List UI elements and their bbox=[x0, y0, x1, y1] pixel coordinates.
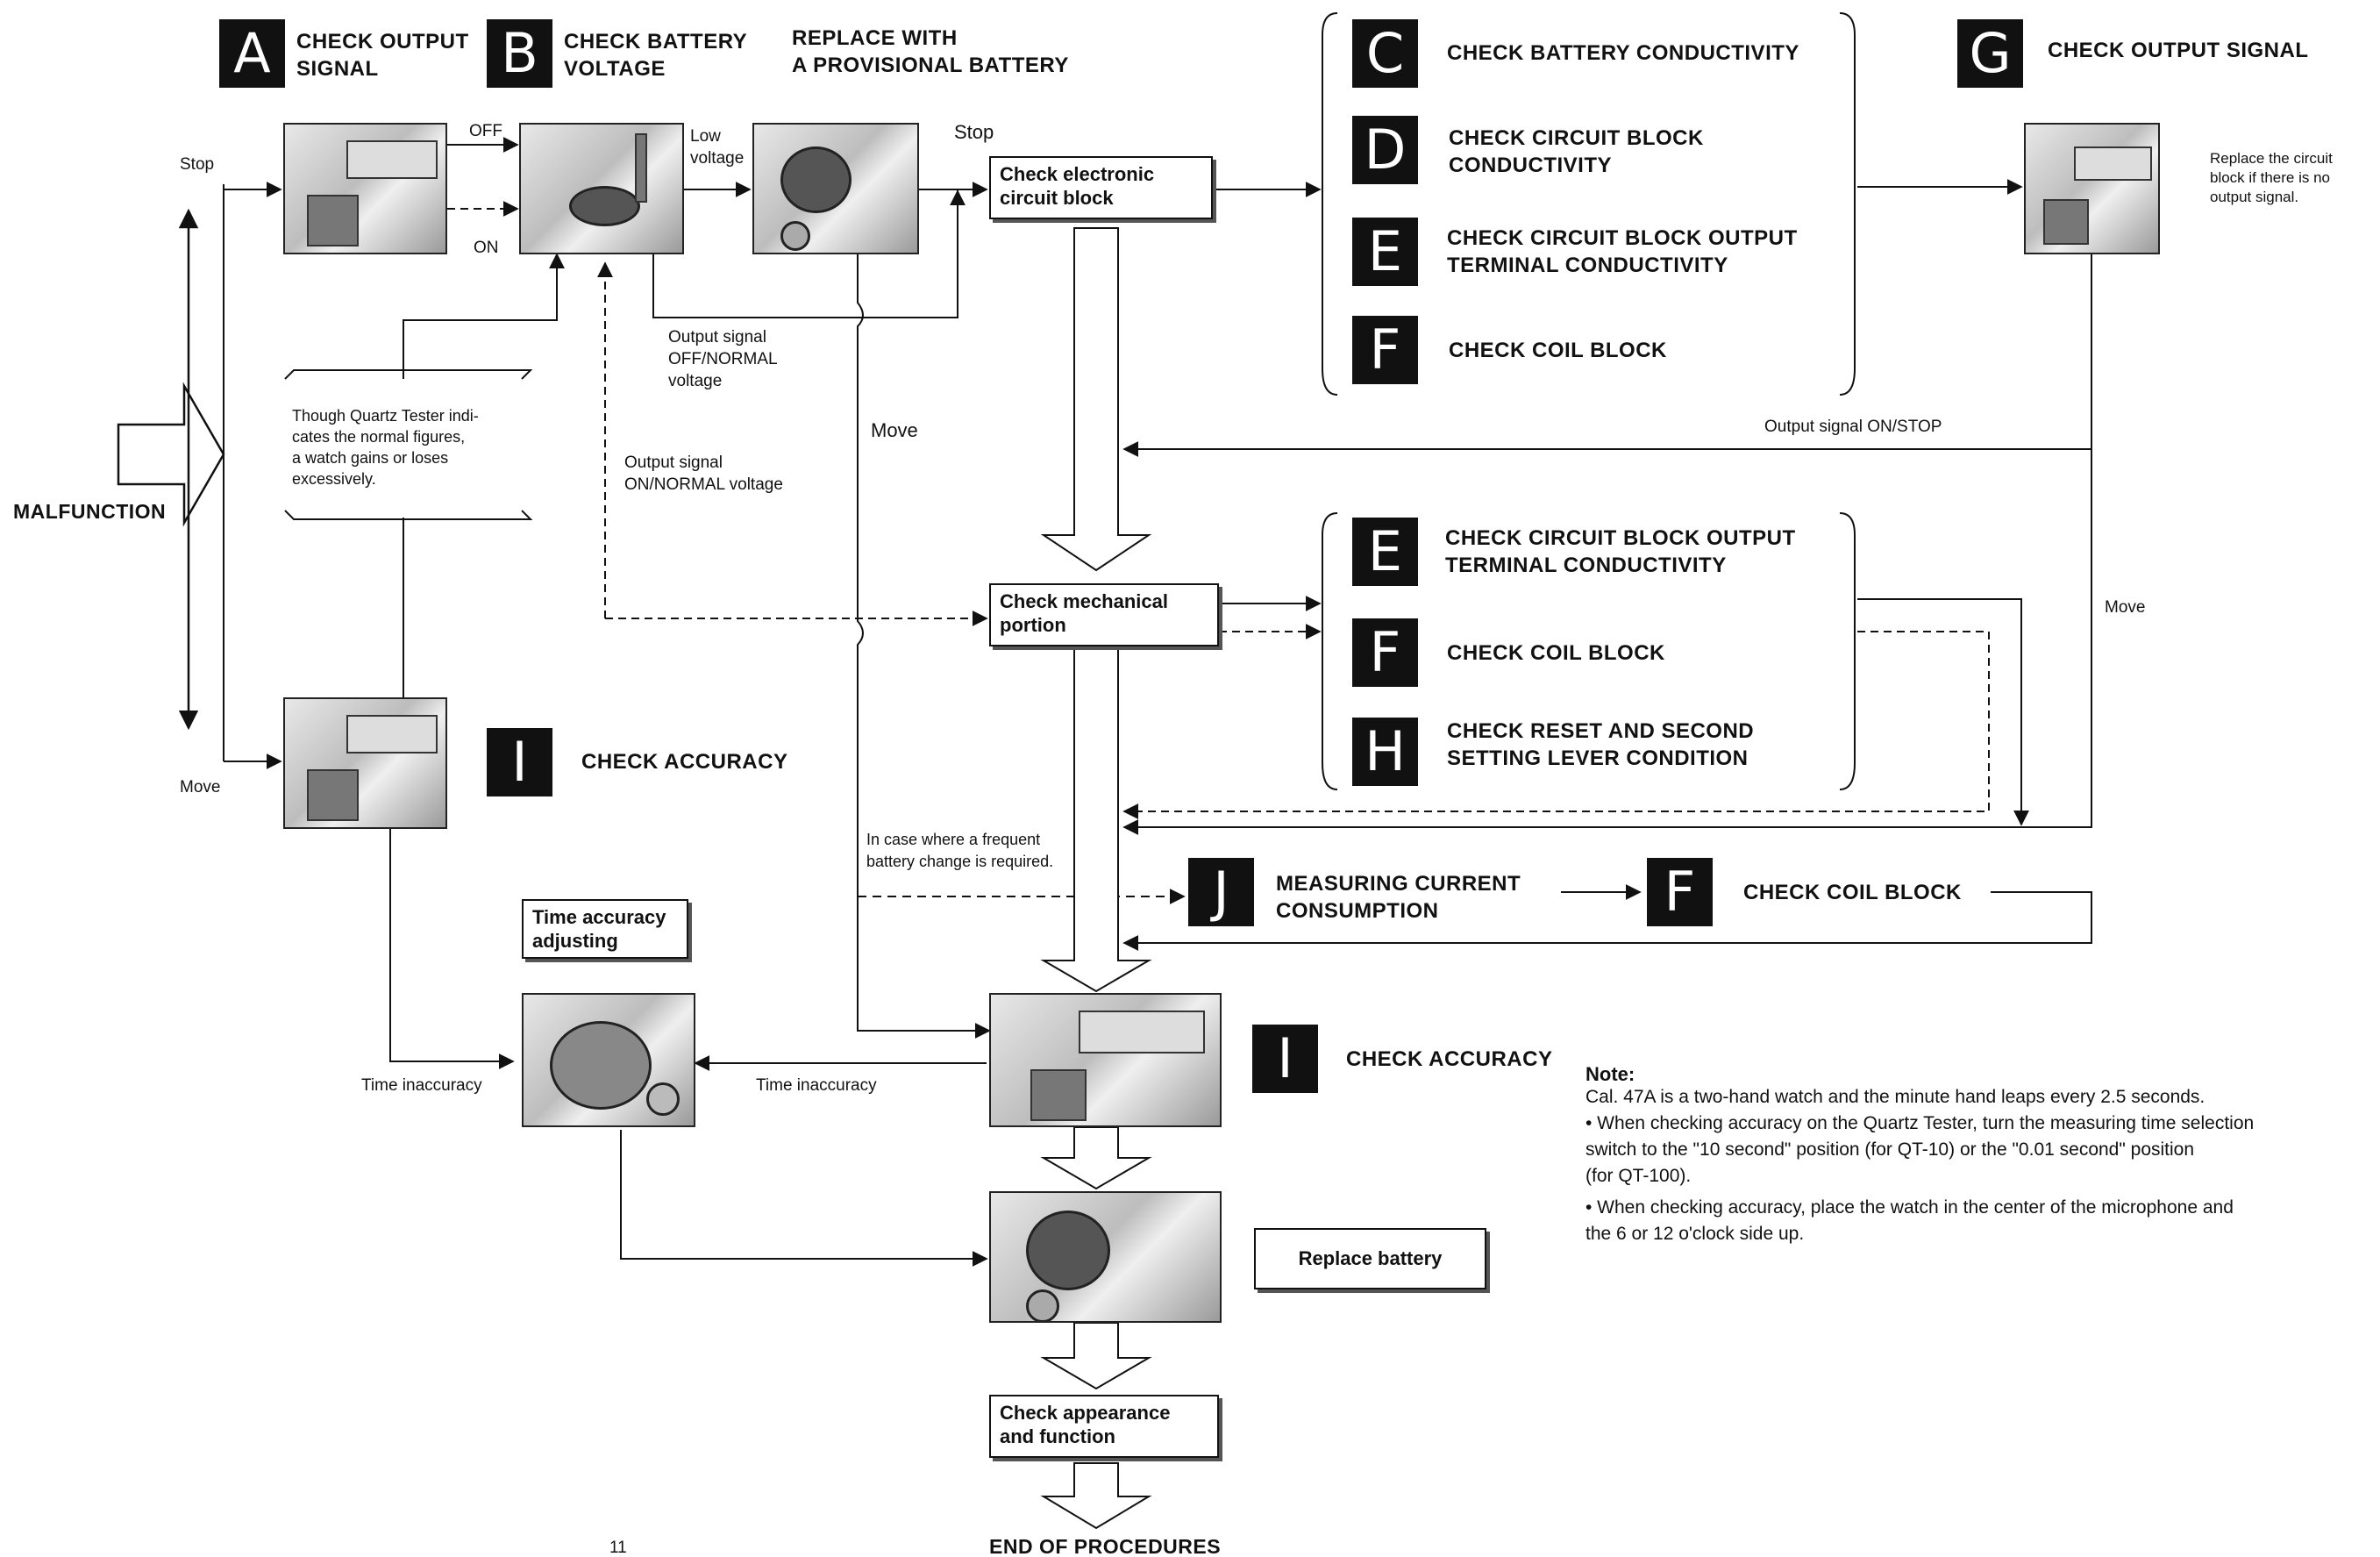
page-number: 11 bbox=[609, 1539, 627, 1557]
step-h-title: CHECK RESET AND SECOND SETTING LEVER CON… bbox=[1447, 719, 1755, 770]
malfunction-label: MALFUNCTION bbox=[13, 500, 167, 523]
note-line1: Cal. 47A is a two-hand watch and the min… bbox=[1585, 1087, 2205, 1107]
step-j-badge: J bbox=[1188, 858, 1254, 926]
move-mid-label: Move bbox=[871, 419, 918, 441]
quartz-tester-photo-i2 bbox=[989, 993, 1222, 1127]
output-off-normal-label: Output signal OFF/NORMAL voltage bbox=[668, 328, 778, 390]
step-i2-title: CHECK ACCURACY bbox=[1346, 1047, 1553, 1071]
step-i1-badge: I bbox=[487, 728, 552, 796]
step-e2-badge: E bbox=[1352, 518, 1418, 586]
step-j-title: MEASURING CURRENT CONSUMPTION bbox=[1276, 872, 1521, 923]
end-of-procedures: END OF PROCEDURES bbox=[989, 1535, 1222, 1557]
step-i1-title: CHECK ACCURACY bbox=[581, 750, 788, 774]
replace-circuit-note: Replace the circuit block if there is no… bbox=[2210, 150, 2333, 205]
replace-battery-box: Replace battery bbox=[1254, 1228, 1486, 1289]
off-label: OFF bbox=[469, 122, 502, 140]
step-g-title: CHECK OUTPUT SIGNAL bbox=[2048, 39, 2309, 62]
step-a-title: CHECK OUTPUT SIGNAL bbox=[296, 30, 469, 81]
step-f1-title: CHECK COIL BLOCK bbox=[1449, 339, 1667, 362]
check-appearance-box: Check appearance and function bbox=[989, 1395, 1219, 1458]
output-on-normal-label: Output signal ON/NORMAL voltage bbox=[624, 454, 783, 494]
move-right-label: Move bbox=[2105, 598, 2146, 617]
output-signal-photo-g bbox=[2024, 123, 2160, 254]
step-e2-title: CHECK CIRCUIT BLOCK OUTPUT TERMINAL COND… bbox=[1445, 526, 1796, 577]
output-on-stop-label: Output signal ON/STOP bbox=[1764, 418, 1942, 436]
quartz-tester-photo-a bbox=[283, 123, 447, 254]
on-label: ON bbox=[474, 239, 499, 257]
step-f3-badge: F bbox=[1647, 858, 1713, 926]
check-electronic-box: Check electronic circuit block bbox=[989, 156, 1213, 219]
step-b-title: CHECK BATTERY VOLTAGE bbox=[564, 30, 748, 81]
step-h-badge: H bbox=[1352, 718, 1418, 786]
time-adjust-photo bbox=[522, 993, 695, 1127]
low-voltage-label: Low voltage bbox=[690, 127, 745, 168]
stop-top-label: Stop bbox=[954, 121, 994, 143]
step-a-badge: A bbox=[219, 19, 285, 88]
check-mechanical-box: Check mechanical portion bbox=[989, 583, 1219, 646]
stop-left-label: Stop bbox=[180, 155, 215, 174]
quartz-tester-photo-i1 bbox=[283, 697, 447, 829]
step-b-badge: B bbox=[487, 19, 552, 88]
replace-provisional-title: REPLACE WITH A PROVISIONAL BATTERY bbox=[792, 26, 1069, 77]
step-f2-title: CHECK COIL BLOCK bbox=[1447, 641, 1665, 665]
move-left-label: Move bbox=[180, 778, 221, 796]
provisional-battery-photo bbox=[752, 123, 919, 254]
time-inaccuracy-left-label: Time inaccuracy bbox=[361, 1076, 482, 1095]
step-e1-title: CHECK CIRCUIT BLOCK OUTPUT TERMINAL COND… bbox=[1447, 226, 1798, 277]
replace-battery-photo bbox=[989, 1191, 1222, 1323]
note-bullet2: • When checking accuracy, place the watc… bbox=[1585, 1197, 2234, 1244]
step-c-title: CHECK BATTERY CONDUCTIVITY bbox=[1447, 41, 1799, 65]
battery-voltage-photo bbox=[519, 123, 684, 254]
step-f2-badge: F bbox=[1352, 618, 1418, 687]
step-f1-badge: F bbox=[1352, 316, 1418, 384]
step-g-badge: G bbox=[1957, 19, 2023, 88]
time-accuracy-box: Time accuracy adjusting bbox=[522, 899, 688, 959]
frequent-change-label: In case where a frequent battery change … bbox=[866, 831, 1054, 870]
note-title: Note: bbox=[1585, 1063, 1635, 1085]
time-inaccuracy-mid-label: Time inaccuracy bbox=[756, 1076, 877, 1095]
step-e1-badge: E bbox=[1352, 218, 1418, 286]
step-d-title: CHECK CIRCUIT BLOCK CONDUCTIVITY bbox=[1449, 126, 1704, 177]
step-d-badge: D bbox=[1352, 116, 1418, 184]
note-bullet1: • When checking accuracy on the Quartz T… bbox=[1585, 1113, 2255, 1186]
step-i2-badge: I bbox=[1252, 1025, 1318, 1093]
step-f3-title: CHECK COIL BLOCK bbox=[1743, 881, 1962, 904]
step-c-badge: C bbox=[1352, 19, 1418, 88]
quartz-tester-note: Though Quartz Tester indi- cates the nor… bbox=[292, 407, 479, 488]
